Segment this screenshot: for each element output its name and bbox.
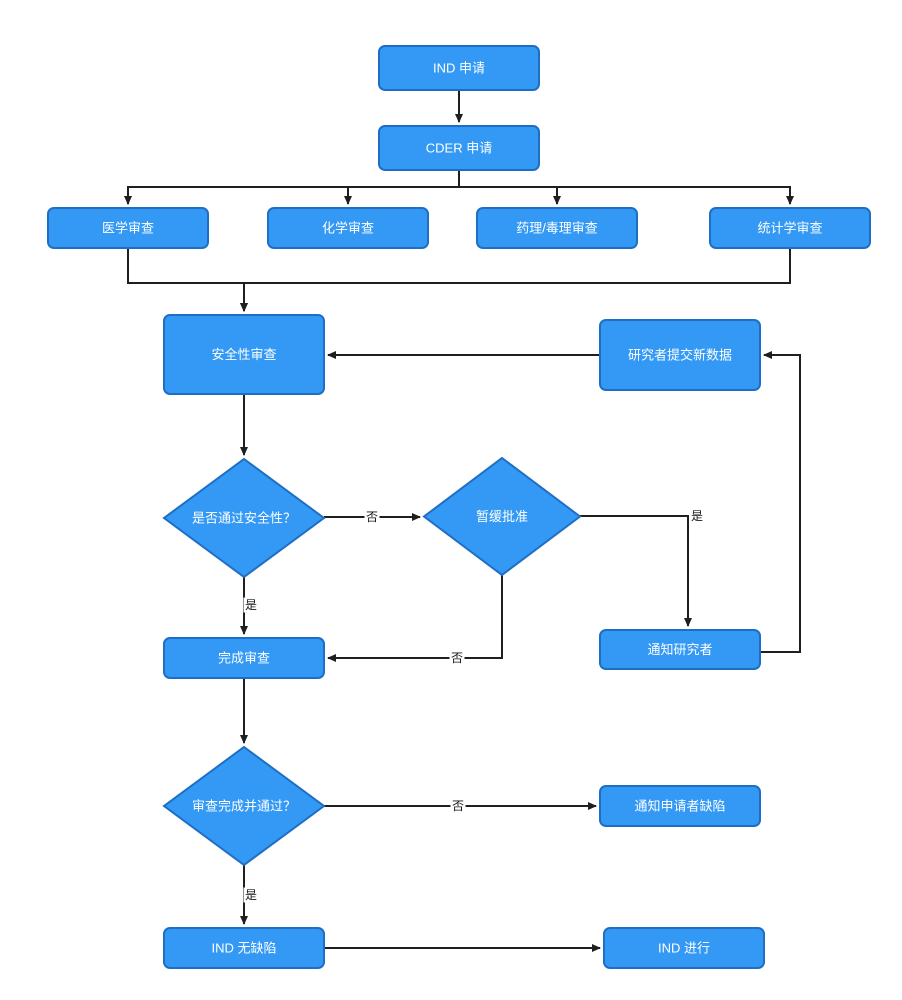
- edge-label-text: 是: [245, 888, 257, 902]
- node-label: IND 无缺陷: [211, 940, 276, 955]
- node-chemistry_review[interactable]: 化学审查: [267, 207, 429, 249]
- edge-label-text: 是: [691, 509, 703, 523]
- node-review_decision[interactable]: 审查完成并通过？: [162, 745, 326, 867]
- process-box[interactable]: [267, 207, 429, 249]
- decision-diamond[interactable]: [162, 457, 326, 579]
- edge-labels-layer: 否是是否否是: [243, 508, 705, 903]
- node-label: 医学审查: [102, 220, 154, 235]
- edge-cder_application-to-statistics_review: [458, 170, 794, 205]
- edge-label-background: [689, 508, 705, 524]
- edges-layer: [124, 90, 801, 952]
- edge-notify_sponsor-to-sponsor_new_data: [760, 351, 801, 653]
- process-box[interactable]: [163, 314, 325, 395]
- edge-label-background: [243, 887, 259, 903]
- node-clinical_hold[interactable]: 暂缓批准: [422, 456, 582, 577]
- node-label: 通知申请者缺陷: [634, 798, 725, 813]
- edge-medical_review-to-safety_review: [127, 248, 248, 312]
- node-label: 统计学审查: [757, 220, 822, 235]
- edge-statistics_review-to-safety_review: [240, 248, 791, 312]
- edge-clinical_hold-to-complete_review: [327, 575, 503, 662]
- edge-label: 否: [364, 509, 380, 525]
- edge-label-text: 是: [245, 598, 257, 612]
- edge-label: 是: [689, 508, 705, 524]
- edge-label-text: 否: [366, 510, 378, 524]
- process-box[interactable]: [378, 125, 540, 171]
- process-box[interactable]: [603, 927, 765, 969]
- decision-diamond[interactable]: [422, 456, 582, 577]
- node-ind_application[interactable]: IND 申请: [378, 45, 540, 91]
- edge-label: 否: [450, 798, 466, 814]
- edge-label-text: 否: [452, 799, 464, 813]
- edge-label-background: [364, 509, 380, 525]
- process-box[interactable]: [709, 207, 871, 249]
- node-statistics_review[interactable]: 统计学审查: [709, 207, 871, 249]
- node-label: 完成审查: [218, 650, 270, 665]
- edge-label-background: [449, 650, 465, 666]
- decision-diamond[interactable]: [162, 745, 326, 867]
- node-label: 药理/毒理审查: [516, 220, 598, 235]
- node-label: 安全性审查: [211, 347, 276, 362]
- edge-label: 否: [449, 650, 465, 666]
- process-box[interactable]: [47, 207, 209, 249]
- node-safety_review[interactable]: 安全性审查: [163, 314, 325, 395]
- node-ind_proceed[interactable]: IND 进行: [603, 927, 765, 969]
- node-label: IND 申请: [433, 60, 485, 75]
- edge-clinical_hold-to-notify_sponsor: [580, 515, 692, 627]
- node-pharmtox_review[interactable]: 药理/毒理审查: [476, 207, 638, 249]
- node-cder_application[interactable]: CDER 申请: [378, 125, 540, 171]
- node-label: 研究者提交新数据: [628, 347, 732, 362]
- node-complete_review[interactable]: 完成审查: [163, 637, 325, 679]
- node-ind_no_deficiency[interactable]: IND 无缺陷: [163, 927, 325, 969]
- node-label: IND 进行: [658, 940, 710, 955]
- node-label: 化学审查: [322, 220, 374, 235]
- node-label: CDER 申请: [426, 140, 492, 155]
- edge-label: 是: [243, 597, 259, 613]
- node-notify_deficiency[interactable]: 通知申请者缺陷: [599, 785, 761, 827]
- process-box[interactable]: [599, 785, 761, 827]
- edge-label-text: 否: [451, 651, 463, 665]
- node-label: 是否通过安全性？: [192, 510, 296, 525]
- process-box[interactable]: [599, 629, 761, 670]
- node-label: 暂缓批准: [476, 509, 528, 524]
- node-safety_decision[interactable]: 是否通过安全性？: [162, 457, 326, 579]
- process-box[interactable]: [378, 45, 540, 91]
- process-box[interactable]: [163, 927, 325, 969]
- node-label: 审查完成并通过？: [192, 798, 296, 813]
- node-medical_review[interactable]: 医学审查: [47, 207, 209, 249]
- node-label: 通知研究者: [647, 642, 712, 657]
- process-box[interactable]: [476, 207, 638, 249]
- node-sponsor_new_data[interactable]: 研究者提交新数据: [599, 319, 761, 391]
- process-box[interactable]: [163, 637, 325, 679]
- edge-label-background: [450, 798, 466, 814]
- process-box[interactable]: [599, 319, 761, 391]
- edge-label-background: [243, 597, 259, 613]
- edge-label: 是: [243, 887, 259, 903]
- edge-cder_application-to-chemistry_review: [344, 170, 460, 205]
- node-notify_sponsor[interactable]: 通知研究者: [599, 629, 761, 670]
